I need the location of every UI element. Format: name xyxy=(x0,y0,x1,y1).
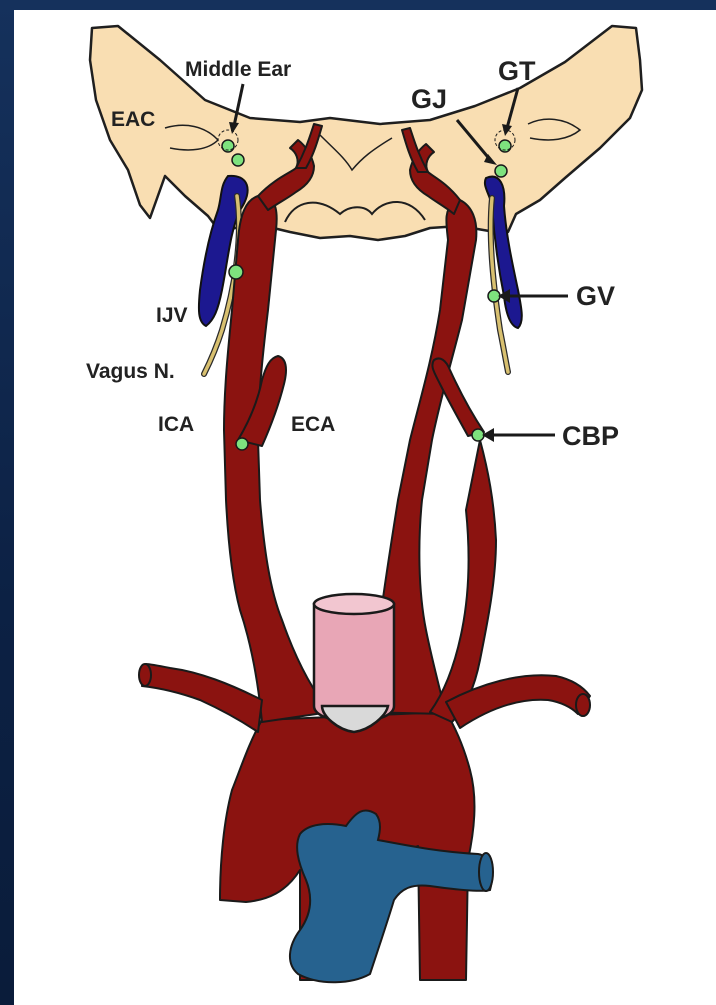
node-ica xyxy=(236,438,248,450)
label-ijv: IJV xyxy=(156,304,188,327)
skull-base xyxy=(90,26,642,240)
label-middle-ear: Middle Ear xyxy=(185,58,291,81)
node-ijv xyxy=(229,265,243,279)
subclavian-cap xyxy=(576,694,590,716)
label-eca: ECA xyxy=(291,413,335,436)
node-middle-ear-lower xyxy=(232,154,244,166)
label-eac: EAC xyxy=(111,108,155,131)
node-gj xyxy=(495,165,507,177)
brachiocephalic-vein-cap xyxy=(479,853,493,891)
label-gj: GJ xyxy=(411,84,447,114)
trachea xyxy=(314,594,394,732)
label-vagus: Vagus N. xyxy=(86,360,175,383)
label-ica: ICA xyxy=(158,413,194,436)
label-cbp: CBP xyxy=(562,421,619,451)
subclavian-cap xyxy=(139,664,151,686)
label-gt: GT xyxy=(498,56,536,86)
label-gv: GV xyxy=(576,281,615,311)
